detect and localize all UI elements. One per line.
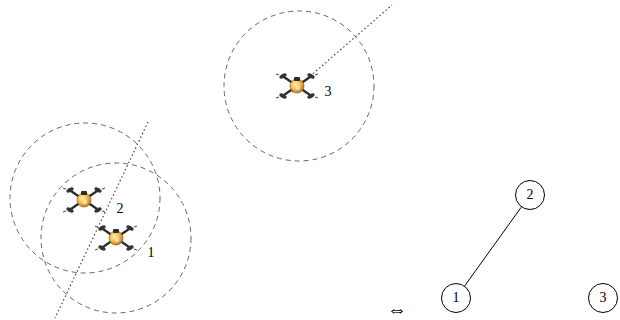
graph-edge	[465, 207, 521, 286]
graph-vertex: 2	[515, 180, 545, 210]
drone-icon	[95, 224, 137, 251]
range-circle	[224, 11, 374, 161]
callout-number: 3	[324, 84, 333, 100]
callout-number: 1	[147, 245, 156, 261]
callout-number: 2	[116, 201, 125, 217]
drone-icon	[63, 186, 105, 213]
graph-vertex: 1	[441, 283, 471, 313]
drone-icon	[276, 72, 318, 99]
range-circle	[41, 163, 191, 313]
graph-vertex: 3	[588, 283, 618, 313]
vertex-number: 2	[527, 188, 534, 202]
vertex-number: 1	[453, 291, 460, 305]
range-circle	[10, 123, 160, 273]
equivalence-symbol: ⇔	[386, 298, 408, 320]
vertex-number: 3	[600, 291, 607, 305]
heading-line	[55, 122, 148, 318]
